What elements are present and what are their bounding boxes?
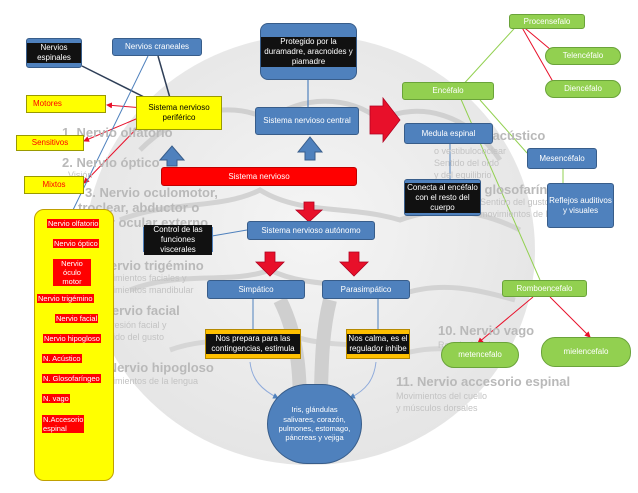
edge-encefalo-mesencefalo — [479, 99, 528, 154]
cranial-item-optico[interactable]: Nervio óptico — [53, 239, 99, 248]
cranial-item-glosofaringeo[interactable]: N. Glosofaríngeo — [42, 374, 101, 383]
bg-text-facial-2: sentido del gusto — [96, 332, 165, 342]
bg-text-accesorio: 11. Nervio accesorio espinal — [396, 374, 571, 389]
arrow-autonomo-parasimpatico — [339, 251, 369, 277]
node-sistema-autonomo[interactable]: Sistema nervioso autónomo — [247, 221, 375, 240]
bg-text-acc-2: y músculos dorsales — [396, 403, 478, 413]
bg-text-trig-1: movimientos faciales y — [96, 273, 187, 283]
node-romboencefalo[interactable]: Romboencefalo — [502, 280, 587, 297]
node-diencefalo[interactable]: Diencéfalo — [545, 80, 621, 98]
node-procensefalo[interactable]: Procensefalo — [509, 14, 585, 29]
bg-text-hipogloso: 12. Nervio hipogloso — [86, 360, 214, 375]
arrow-sn-periferico — [158, 145, 186, 167]
bg-text-ac-1: Sentido del oído — [434, 158, 500, 168]
bg-text-acc-1: Movimientos del cuello — [396, 391, 488, 401]
node-conecta-cuerpo[interactable]: Conecta al encéfalo con el resto del cue… — [404, 179, 481, 216]
cranial-item-oculomotor[interactable]: Nervio óculo motor — [53, 259, 91, 286]
cranial-item-facial[interactable]: Nervio facial — [55, 314, 99, 323]
arrow-sn-autonomo — [294, 201, 324, 223]
edge-periferico-espinales — [81, 65, 151, 101]
node-control-viscerales[interactable]: Control de las funciones viscerales — [143, 224, 213, 255]
edge-romboencefalo-mielencefalo — [549, 296, 591, 338]
bg-text-glos-2: movimientos de la garganta — [480, 209, 591, 219]
node-sistema-central[interactable]: Sistema nervioso central — [255, 107, 359, 135]
node-sensitivos[interactable]: Sensitivos — [16, 135, 84, 151]
node-periferico[interactable]: Sistema nervioso periférico — [136, 96, 222, 130]
bg-text-trigemino: 5. Nervio trigémino — [86, 258, 204, 273]
node-nos-prepara[interactable]: Nos prepara para las contingencias, esti… — [205, 329, 301, 359]
node-mesencefalo[interactable]: Mesencéfalo — [527, 148, 597, 169]
node-telencefalo[interactable]: Telencéfalo — [545, 47, 621, 65]
node-nos-calma[interactable]: Nos calma, es el regulador inhibe — [346, 329, 410, 359]
bg-text-facial-1: Expresión facial y — [96, 320, 167, 330]
edge-periferico-craneales — [157, 55, 171, 99]
bg-text-hipo-1: Movimientos de la lengua — [96, 376, 199, 386]
bg-text-optico: 2. Nervio óptico — [62, 155, 160, 170]
cranial-item-trigemino[interactable]: Nervio trigémino — [37, 294, 94, 303]
node-simpatico[interactable]: Simpático — [207, 280, 305, 299]
bg-text-vago: 10. Nervio vago — [438, 323, 535, 338]
node-encefalo[interactable]: Encéfalo — [402, 82, 494, 100]
node-mixtos[interactable]: Mixtos — [24, 176, 84, 194]
bg-text-trig-2: movimientos mandibular — [96, 285, 194, 295]
arrow-autonomo-simpatico — [255, 251, 285, 277]
cranial-item-vago[interactable]: N. vago — [42, 394, 70, 403]
edge-parasimpatico-iris — [349, 361, 377, 399]
edge-simpatico-iris — [249, 361, 279, 399]
edge-encefalo-procensefalo — [459, 19, 523, 89]
bg-text-vision: Visión — [68, 170, 93, 180]
edge-procensefalo-diencefalo — [519, 23, 557, 88]
node-protegido[interactable]: Protegido por la duramadre, aracnoides y… — [260, 23, 357, 80]
node-iris-organos[interactable]: Iris, glándulas salivares, corazón, pulm… — [267, 384, 362, 464]
edge-romboencefalo-metencefalo — [477, 296, 534, 344]
node-motores[interactable]: Motores — [26, 95, 106, 113]
edge-periferico-sensitivos — [83, 115, 144, 142]
cranial-item-acustico[interactable]: N. Acústico — [42, 354, 82, 363]
edge-control-autonomo — [211, 229, 248, 237]
arrow-sn-central — [296, 136, 324, 161]
edge-periferico-mixtos — [83, 121, 144, 184]
node-medula-espinal[interactable]: Medula espinal — [404, 123, 493, 144]
cranial-item-hipogloso[interactable]: Nervio hipogloso — [43, 334, 101, 343]
cranial-item-accesorio[interactable]: N.Accesorio espinal — [42, 415, 84, 433]
bg-text-oculomotor: 3. Nervio oculomotor, — [85, 185, 218, 200]
node-mielencefalo[interactable]: mielencefalo — [541, 337, 631, 367]
node-reflejos[interactable]: Reflejos auditivos y visuales — [547, 183, 614, 228]
bg-text-coclear: o vestibulococlear — [434, 146, 507, 156]
bg-text-ac-2: y del equilibrio — [434, 170, 492, 180]
node-nervios-espinales[interactable]: Nervios espinales — [26, 38, 82, 68]
edge-craneales-lista — [71, 55, 149, 213]
node-nervios-craneales[interactable]: Nervios craneales — [112, 38, 202, 56]
cranial-item-olfatorio[interactable]: Nervio olfatorio — [47, 219, 100, 228]
bg-text-glos-1: Sentido del gusto y — [480, 197, 557, 207]
cranial-nerve-list: Nervio olfatorio Nervio óptico Nervio óc… — [34, 209, 114, 481]
arrow-central-encefalo — [369, 96, 401, 144]
node-sistema-nervioso[interactable]: Sistema nervioso — [161, 167, 357, 186]
node-metencefalo[interactable]: metencefalo — [441, 342, 519, 368]
node-parasimpatico[interactable]: Parasimpático — [322, 280, 410, 299]
